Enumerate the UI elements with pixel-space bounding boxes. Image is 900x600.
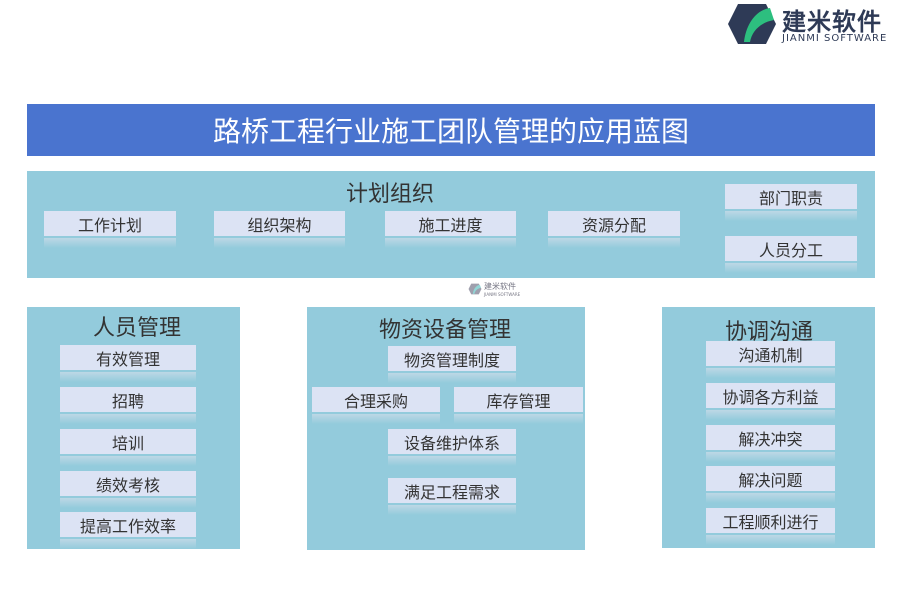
panel-personnel: 人员管理 有效管理 招聘 培训 绩效考核 提高工作效率 bbox=[27, 307, 240, 549]
panel-title: 协调沟通 bbox=[724, 320, 814, 345]
panel-planning: 计划组织 工作计划 组织架构 施工进度 资源分配 部门职责 人员分工 bbox=[27, 171, 875, 278]
box-work-plan: 工作计划 bbox=[44, 211, 176, 248]
box-item: 培训 bbox=[60, 429, 196, 466]
panel-coordination: 协调沟通 沟通机制 协调各方利益 解决冲突 解决问题 工程顺利进行 bbox=[662, 307, 875, 548]
box-item: 合理采购 bbox=[312, 387, 440, 424]
box-item: 绩效考核 bbox=[60, 471, 196, 508]
panel-materials: 物资设备管理 物资管理制度 合理采购 库存管理 设备维护体系 满足工程需求 bbox=[307, 307, 585, 550]
box-item: 设备维护体系 bbox=[388, 429, 516, 466]
box-dept-duty: 部门职责 bbox=[725, 184, 857, 221]
box-resource: 资源分配 bbox=[548, 211, 680, 248]
box-item: 协调各方利益 bbox=[706, 383, 835, 420]
box-item: 物资管理制度 bbox=[388, 346, 516, 383]
watermark-cn: 建米软件 bbox=[484, 282, 516, 291]
watermark-en: JIANMI SOFTWARE bbox=[484, 292, 521, 297]
logo-icon bbox=[728, 4, 776, 44]
box-item: 有效管理 bbox=[60, 345, 196, 382]
box-item: 沟通机制 bbox=[706, 341, 835, 378]
logo: 建米软件 JIANMI SOFTWARE bbox=[726, 2, 900, 46]
box-item: 招聘 bbox=[60, 387, 196, 424]
page-title: 路桥工程行业施工团队管理的应用蓝图 bbox=[27, 104, 875, 156]
logo-name-cn: 建米软件 bbox=[782, 8, 882, 36]
watermark-icon bbox=[468, 283, 482, 295]
box-item: 提高工作效率 bbox=[60, 512, 196, 549]
logo-name-en: JIANMI SOFTWARE bbox=[782, 33, 888, 44]
panel-title: 物资设备管理 bbox=[378, 318, 512, 343]
panel-title: 计划组织 bbox=[345, 182, 435, 207]
box-item: 工程顺利进行 bbox=[706, 508, 835, 545]
box-item: 解决问题 bbox=[706, 466, 835, 503]
box-item: 解决冲突 bbox=[706, 425, 835, 462]
box-org-structure: 组织架构 bbox=[214, 211, 345, 248]
box-progress: 施工进度 bbox=[385, 211, 516, 248]
box-item: 库存管理 bbox=[454, 387, 583, 424]
panel-title: 人员管理 bbox=[92, 316, 182, 341]
box-staff-division: 人员分工 bbox=[725, 236, 857, 273]
box-item: 满足工程需求 bbox=[388, 478, 516, 515]
